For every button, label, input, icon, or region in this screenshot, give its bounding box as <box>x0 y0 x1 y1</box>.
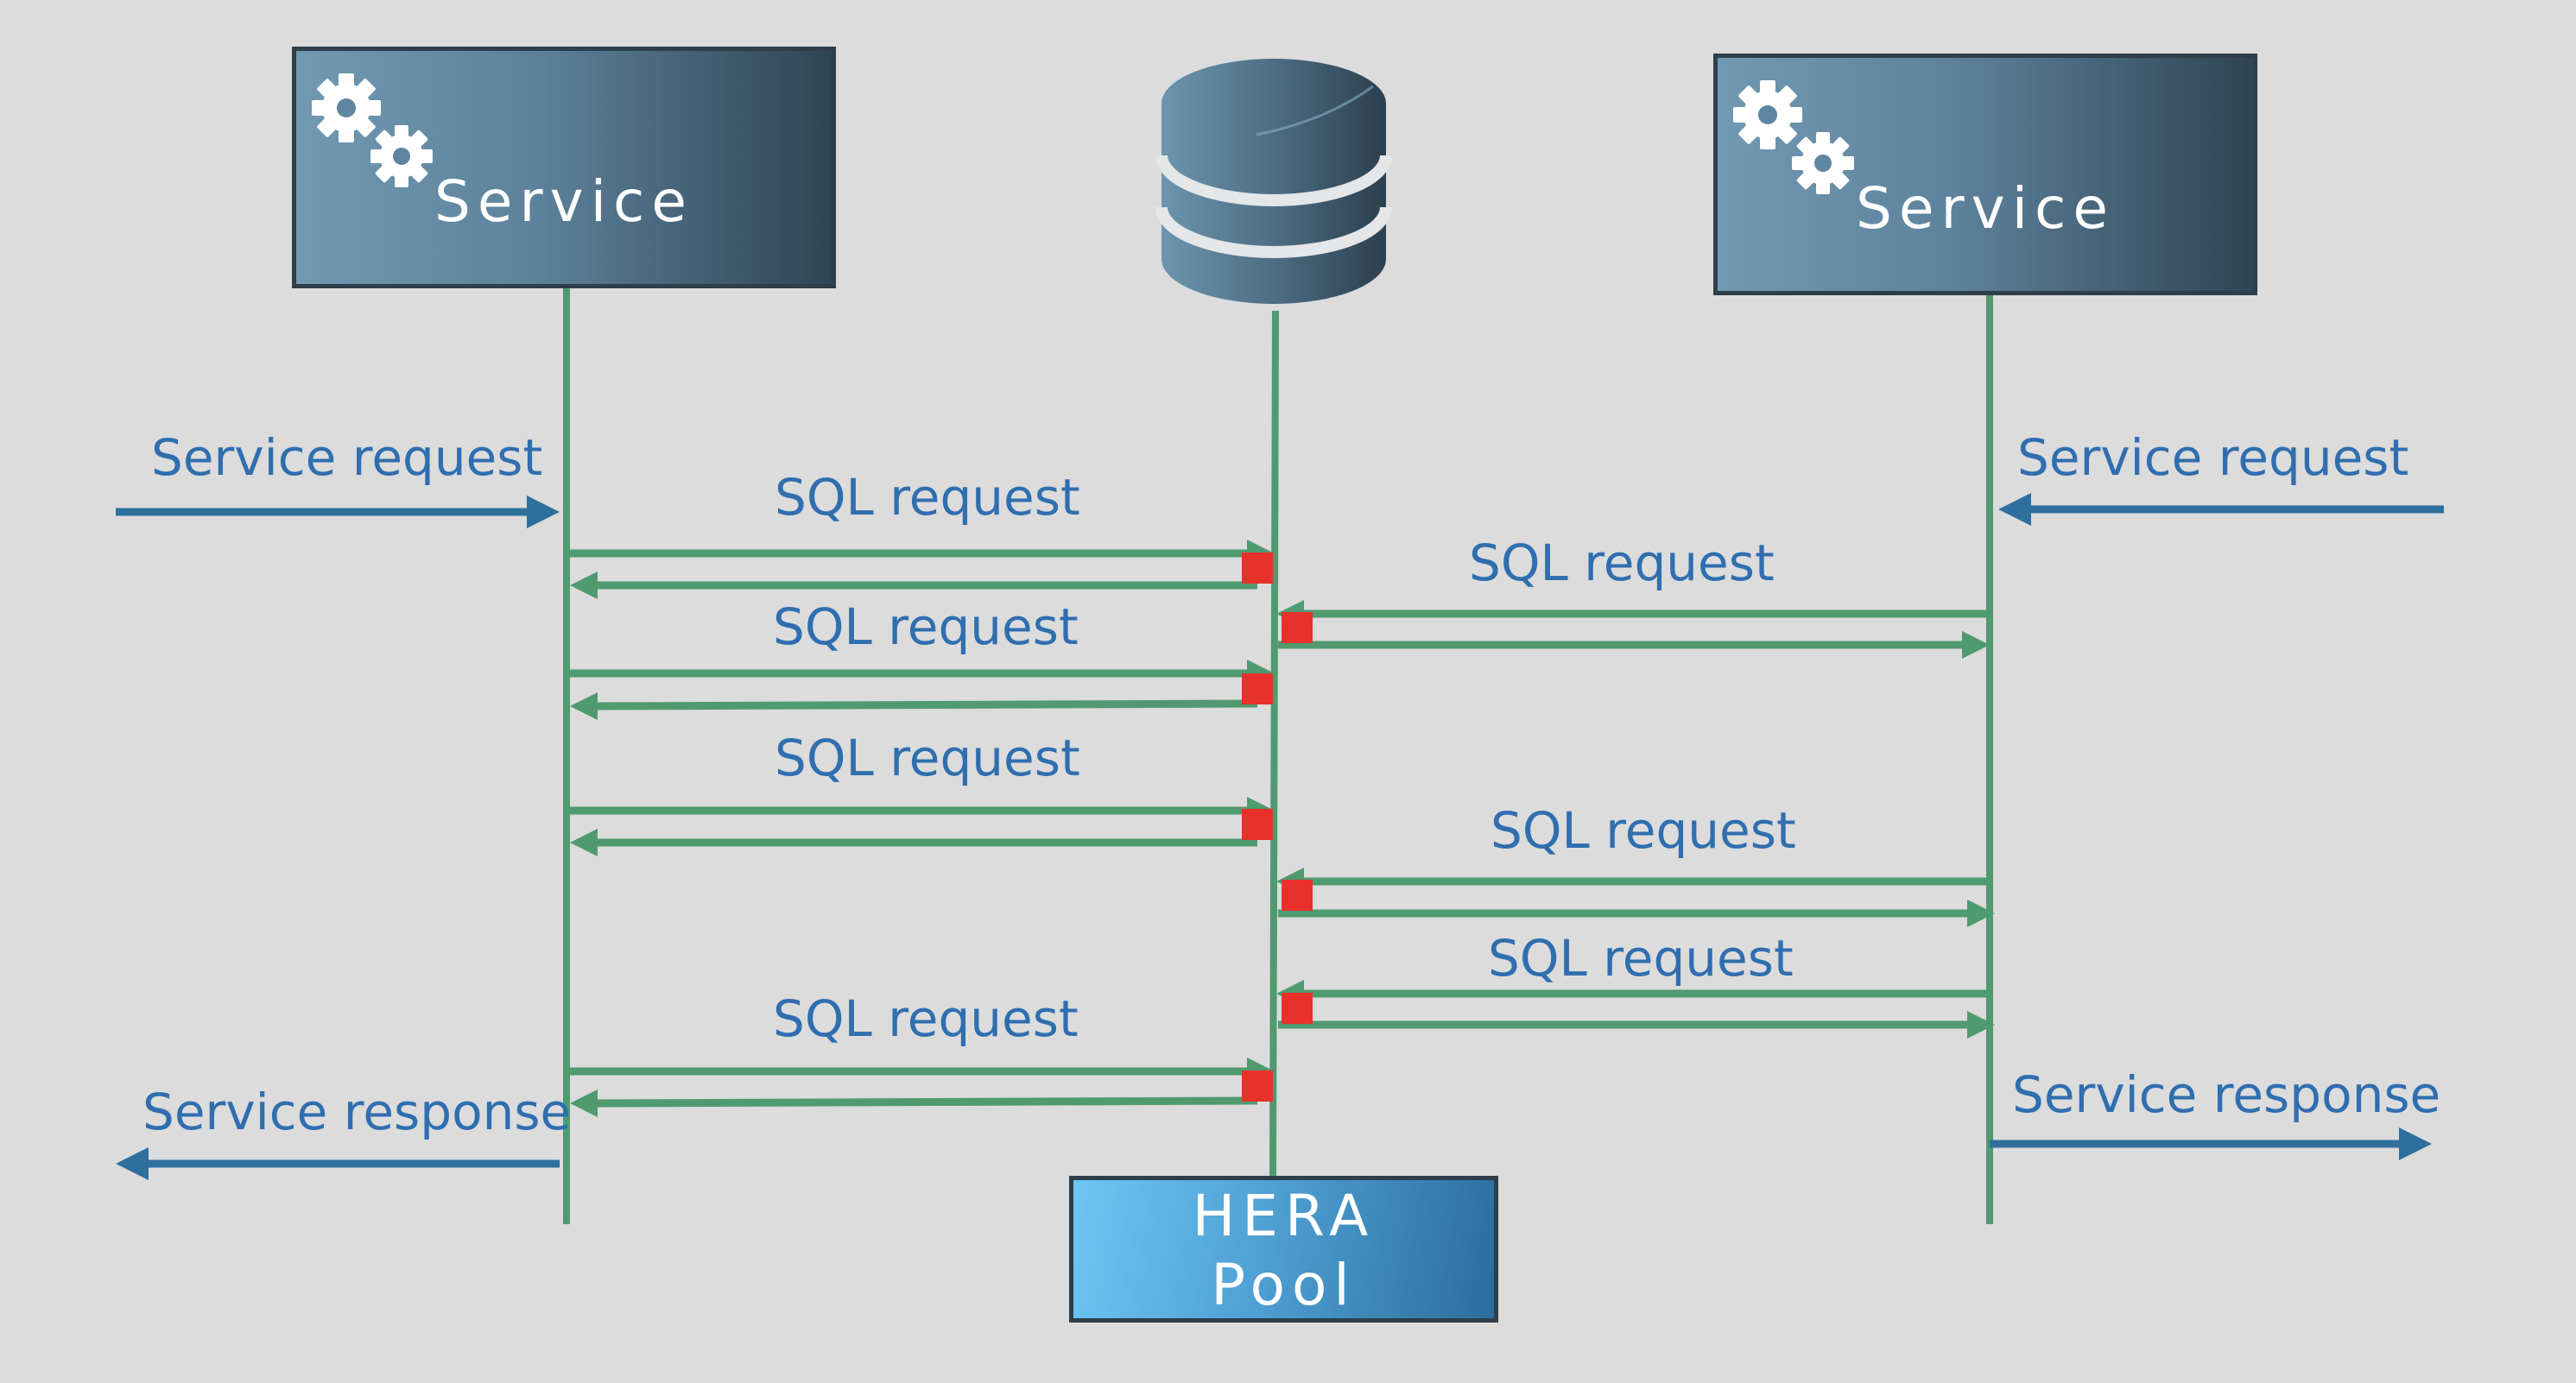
pool-connection-marker <box>1242 673 1273 704</box>
sql-exchange-left-1 <box>563 540 1275 599</box>
gears-icon <box>1733 80 1854 194</box>
sql-exchange-right-3 <box>1276 980 1995 1039</box>
label-sql-request-left-3: SQL request <box>775 729 1080 787</box>
sql-exchange-right-1 <box>1276 600 1990 659</box>
pool-connection-marker <box>1242 809 1273 840</box>
label-sql-request-right-2: SQL request <box>1491 801 1796 860</box>
service-title-left: Service <box>434 168 693 235</box>
sql-exchange-right-2 <box>1276 868 1995 927</box>
label-service-response-right: Service response <box>2012 1065 2440 1124</box>
lifeline-db <box>1269 310 1279 1177</box>
label-service-request-left: Service request <box>151 428 542 487</box>
label-service-response-left: Service response <box>142 1083 571 1141</box>
service-response-arrow-left <box>116 1147 560 1180</box>
sql-exchange-left-3 <box>563 797 1275 856</box>
label-sql-request-left-1: SQL request <box>775 468 1080 527</box>
gears-icon <box>312 73 433 187</box>
label-sql-request-left-4: SQL request <box>773 989 1079 1048</box>
pool-connection-marker <box>1282 880 1313 911</box>
pool-connection-marker <box>1282 993 1313 1024</box>
service-request-arrow-right <box>1998 493 2444 526</box>
service-box-left: Service <box>292 47 836 288</box>
sql-exchange-left-2 <box>563 660 1275 720</box>
pool-connection-marker <box>1242 553 1273 584</box>
hera-pool-box: HERA Pool <box>1069 1176 1498 1323</box>
service-box-right: Service <box>1713 54 2257 295</box>
label-sql-request-left-2: SQL request <box>773 597 1079 656</box>
service-title-right: Service <box>1856 175 2115 242</box>
database-icon <box>1155 59 1392 304</box>
label-service-request-right: Service request <box>2017 428 2408 487</box>
pool-title-line2: Pool <box>1211 1252 1357 1318</box>
label-sql-request-right-1: SQL request <box>1469 534 1775 592</box>
pool-connection-marker <box>1242 1070 1273 1102</box>
service-request-arrow-left <box>116 496 560 528</box>
pool-title-line1: HERA <box>1192 1183 1376 1249</box>
pool-connection-marker <box>1282 612 1313 643</box>
service-response-arrow-right <box>1990 1127 2432 1160</box>
sql-exchange-left-4 <box>563 1058 1275 1117</box>
label-sql-request-right-3: SQL request <box>1488 929 1794 988</box>
